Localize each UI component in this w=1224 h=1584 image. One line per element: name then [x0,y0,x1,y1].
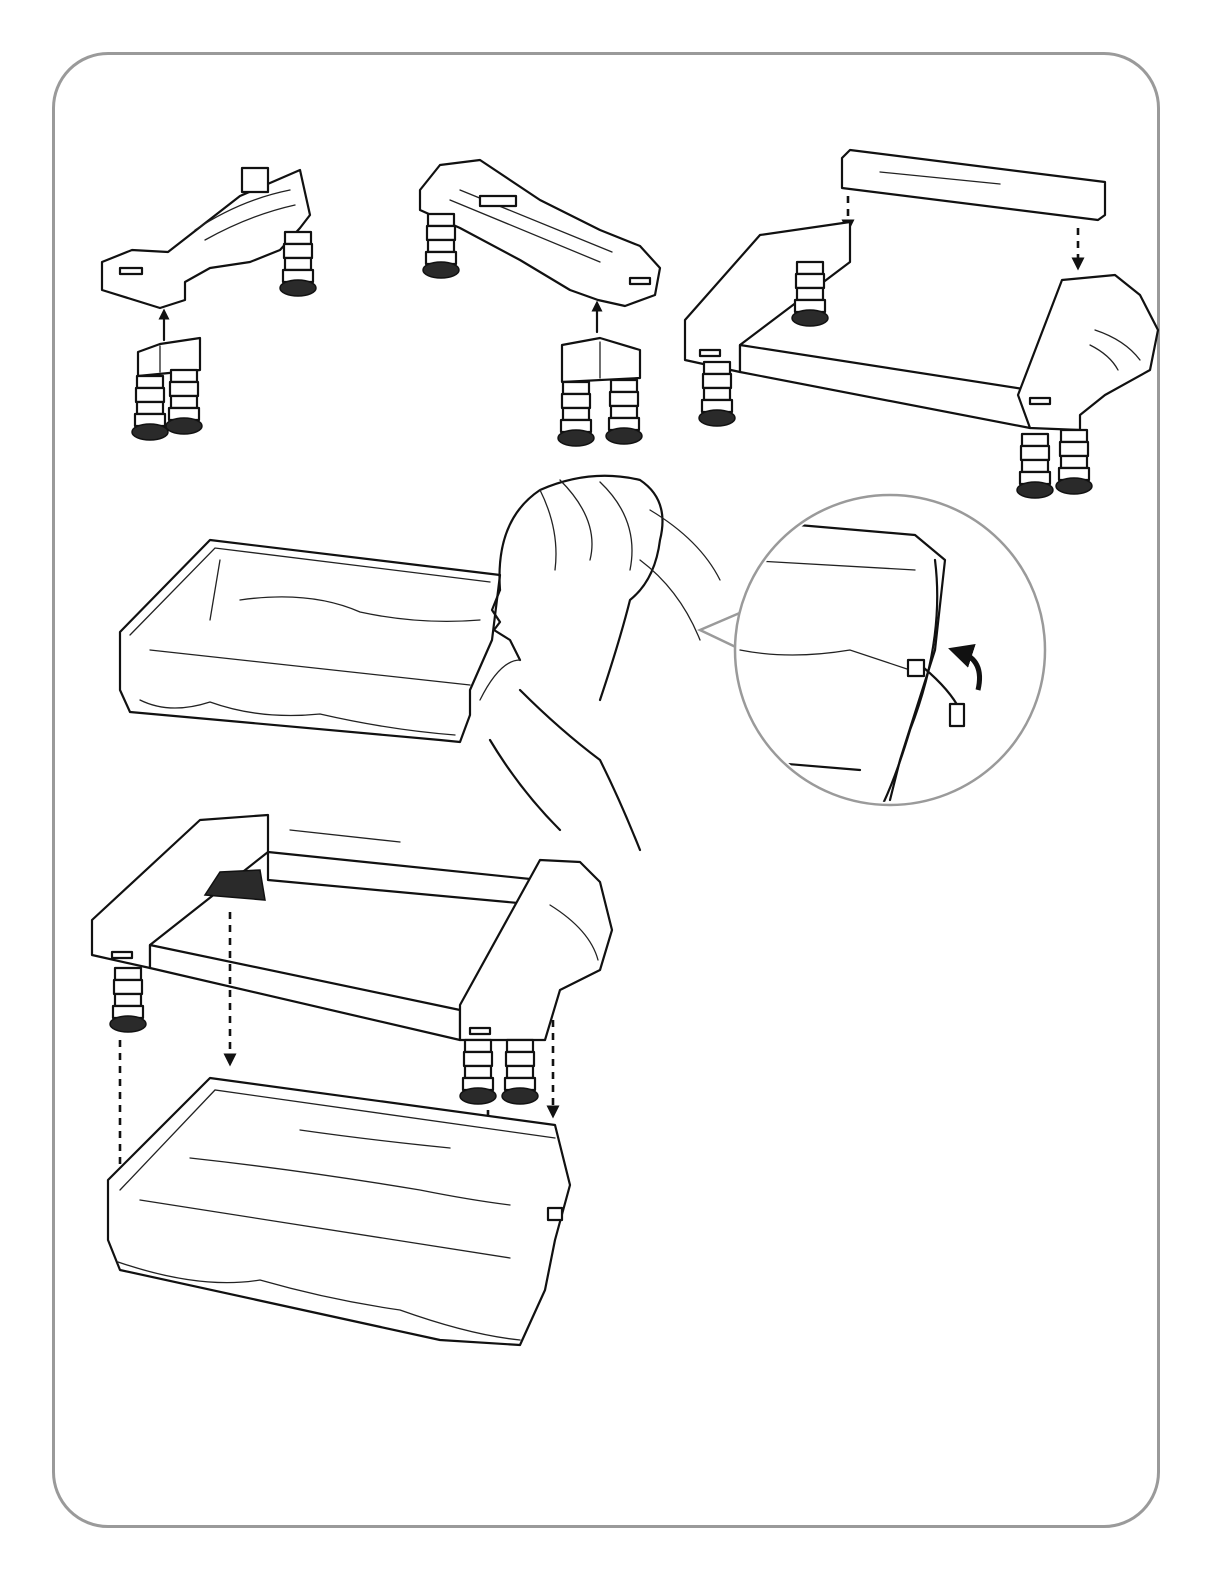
frame-assembled-top [685,222,1158,498]
step-2-leg-attach-right [420,160,660,446]
crossbar [842,150,1105,220]
inflatable-tub-bottom [108,1078,570,1345]
valve-plug [908,660,924,676]
step-5-valve-detail [700,495,1045,810]
frame-assembled-bottom [92,815,612,1104]
leg-insert-2 [558,338,642,446]
leg-insert-1 [132,338,202,440]
step-4-inflate-tub [120,476,720,850]
end-piece-right [420,160,660,306]
person-blowing [480,476,720,850]
step-6-place-tub-in-frame [92,815,612,1345]
step-1-leg-attach-left [102,168,316,440]
end-piece-left [102,168,316,308]
valve-cap [950,704,964,726]
tub-valve [548,1208,562,1220]
inflatable-tub-top [120,540,500,742]
step-3-crossbar-attach [685,150,1158,498]
detail-circle [735,495,1045,805]
